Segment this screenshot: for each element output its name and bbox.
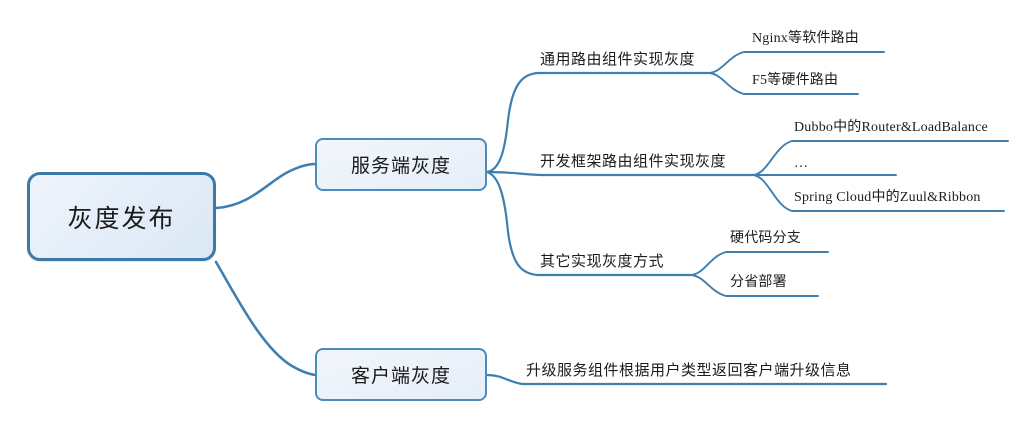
topic-other-ways[interactable]: 其它实现灰度方式 (540, 254, 665, 270)
branch-node-server-side-label: 服务端灰度 (350, 156, 451, 177)
leaf-province-deployment[interactable]: 分省部署 (730, 275, 787, 290)
leaf-dubbo-router-loadbalance[interactable]: Dubbo中的Router&LoadBalance (794, 120, 988, 135)
leaf-spring-cloud-zuul-ribbon[interactable]: Spring Cloud中的Zuul&Ribbon (794, 190, 981, 205)
branch-node-server-side[interactable]: 服务端灰度 (315, 138, 487, 191)
branch-node-client-side-label: 客户端灰度 (350, 366, 451, 387)
root-node-label: 灰度发布 (67, 205, 176, 233)
topic-client-upgrade-service[interactable]: 升级服务组件根据用户类型返回客户端升级信息 (526, 363, 852, 379)
link-general-routing-to-nginx (707, 51, 885, 74)
link-root-to-server (214, 162, 317, 210)
leaf-f5-hardware-routing[interactable]: F5等硬件路由 (752, 73, 839, 88)
link-root-to-client (214, 260, 317, 377)
root-node[interactable]: 灰度发布 (27, 172, 216, 261)
link-other-ways-to-hardcode-branch (689, 251, 829, 276)
branch-node-client-side[interactable]: 客户端灰度 (315, 348, 487, 401)
topic-general-routing[interactable]: 通用路由组件实现灰度 (540, 52, 696, 68)
leaf-hardcode-branch[interactable]: 硬代码分支 (730, 231, 801, 246)
leaf-nginx-software-routing[interactable]: Nginx等软件路由 (752, 31, 859, 46)
topic-framework-routing[interactable]: 开发框架路由组件实现灰度 (540, 154, 727, 170)
leaf-ellipsis[interactable]: … (794, 156, 809, 171)
